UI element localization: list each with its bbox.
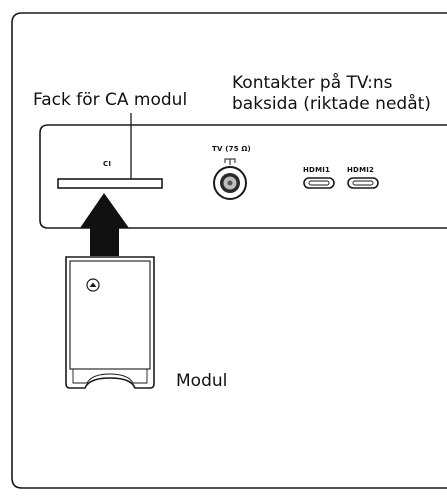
ci-label: CI <box>103 160 112 168</box>
outer-frame <box>11 12 447 489</box>
slot-label: Fack för CA modul <box>33 90 188 110</box>
ci-slot <box>57 178 163 189</box>
hdmi2-port <box>347 177 379 189</box>
insert-arrow <box>80 193 129 256</box>
tv-back-panel <box>39 124 447 229</box>
tv-antenna-connector <box>213 158 247 200</box>
hdmi1-label: HDMI1 <box>303 166 331 174</box>
tv-antenna-label: TV (75 Ω) <box>212 145 251 153</box>
hdmi1-port <box>303 177 335 189</box>
module-label: Modul <box>176 371 228 391</box>
connectors-label-line1: Kontakter på TV:ns <box>232 73 393 93</box>
eject-arrow-icon <box>86 278 100 292</box>
connectors-label-line2: baksida (riktade nedåt) <box>232 94 431 114</box>
ca-module-card <box>65 256 155 389</box>
hdmi2-label: HDMI2 <box>347 166 375 174</box>
